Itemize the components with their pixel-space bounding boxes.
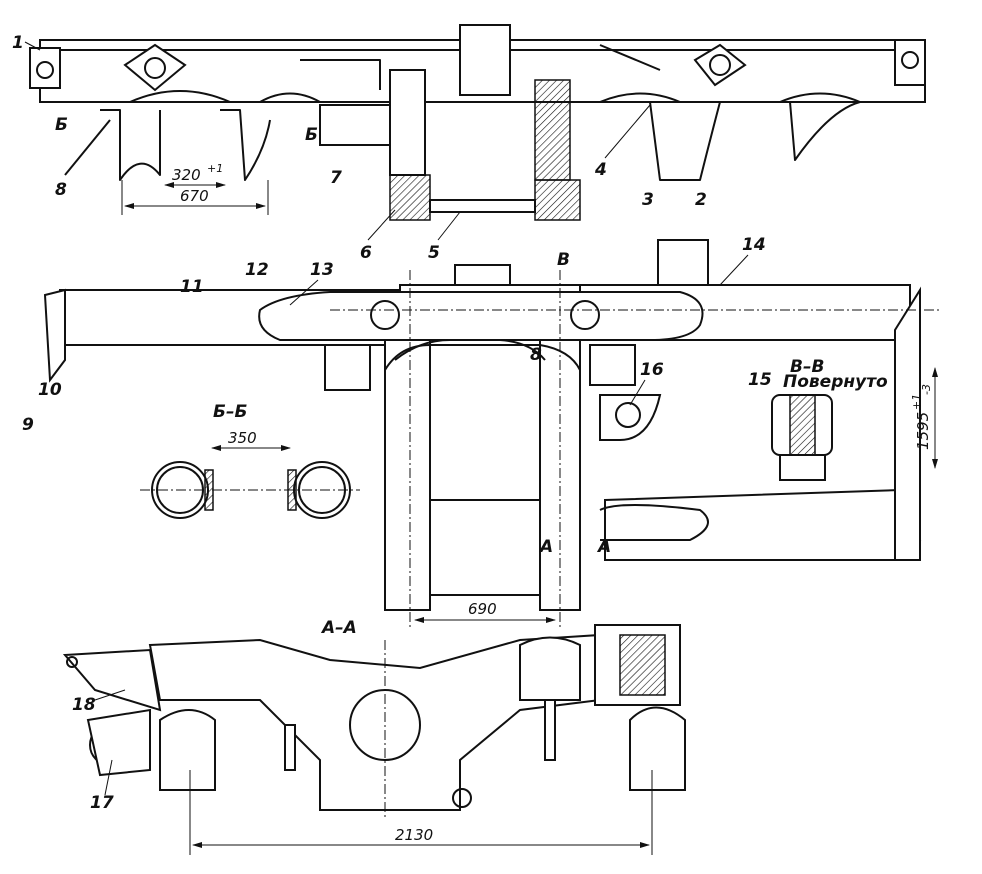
label-8-plan: 8 <box>530 345 542 365</box>
dim-1595-tol-lower: -3 <box>920 384 933 395</box>
label-16: 16 <box>640 360 664 380</box>
label-8-top: 8 <box>55 180 67 200</box>
label-5: 5 <box>428 243 440 263</box>
label-7: 7 <box>330 168 342 188</box>
dim-1595-tol-upper: +1 <box>910 394 923 410</box>
label-b-left: Б <box>55 115 68 135</box>
label-12: 12 <box>245 260 269 280</box>
section-bb-title: Б–Б <box>213 402 247 422</box>
dim-690: 690 <box>468 600 497 618</box>
label-9: 9 <box>22 415 34 435</box>
section-aa-title: А–А <box>320 618 357 638</box>
plan-view <box>43 239 940 630</box>
label-10: 10 <box>38 380 62 400</box>
dim-1595: 1595 <box>914 412 932 450</box>
label-a-left: А <box>538 537 553 557</box>
label-14: 14 <box>742 235 766 255</box>
label-3: 3 <box>642 190 654 210</box>
label-6: 6 <box>360 243 372 263</box>
label-2: 2 <box>695 190 707 210</box>
label-18: 18 <box>72 695 96 715</box>
side-view <box>29 24 926 221</box>
section-vv-title: В–В <box>790 357 824 377</box>
label-15: 15 <box>748 370 772 390</box>
label-1: 1 <box>12 33 24 53</box>
dim-670: 670 <box>180 187 209 205</box>
dim-320: 320 <box>172 166 201 184</box>
dim-2130: 2130 <box>395 826 433 844</box>
dim-320-tol: +1 <box>207 162 223 175</box>
label-4: 4 <box>594 160 607 180</box>
label-13: 13 <box>310 260 334 280</box>
section-vv-note: Повернуто <box>783 372 888 392</box>
label-v-top: В <box>557 250 570 270</box>
label-17: 17 <box>90 793 114 813</box>
label-b-right: Б <box>305 125 318 145</box>
label-11: 11 <box>180 277 204 297</box>
label-a-right: А <box>596 537 611 557</box>
section-vv <box>771 367 938 481</box>
dim-350: 350 <box>228 429 257 447</box>
section-aa <box>62 624 686 855</box>
section-bb <box>140 445 360 519</box>
